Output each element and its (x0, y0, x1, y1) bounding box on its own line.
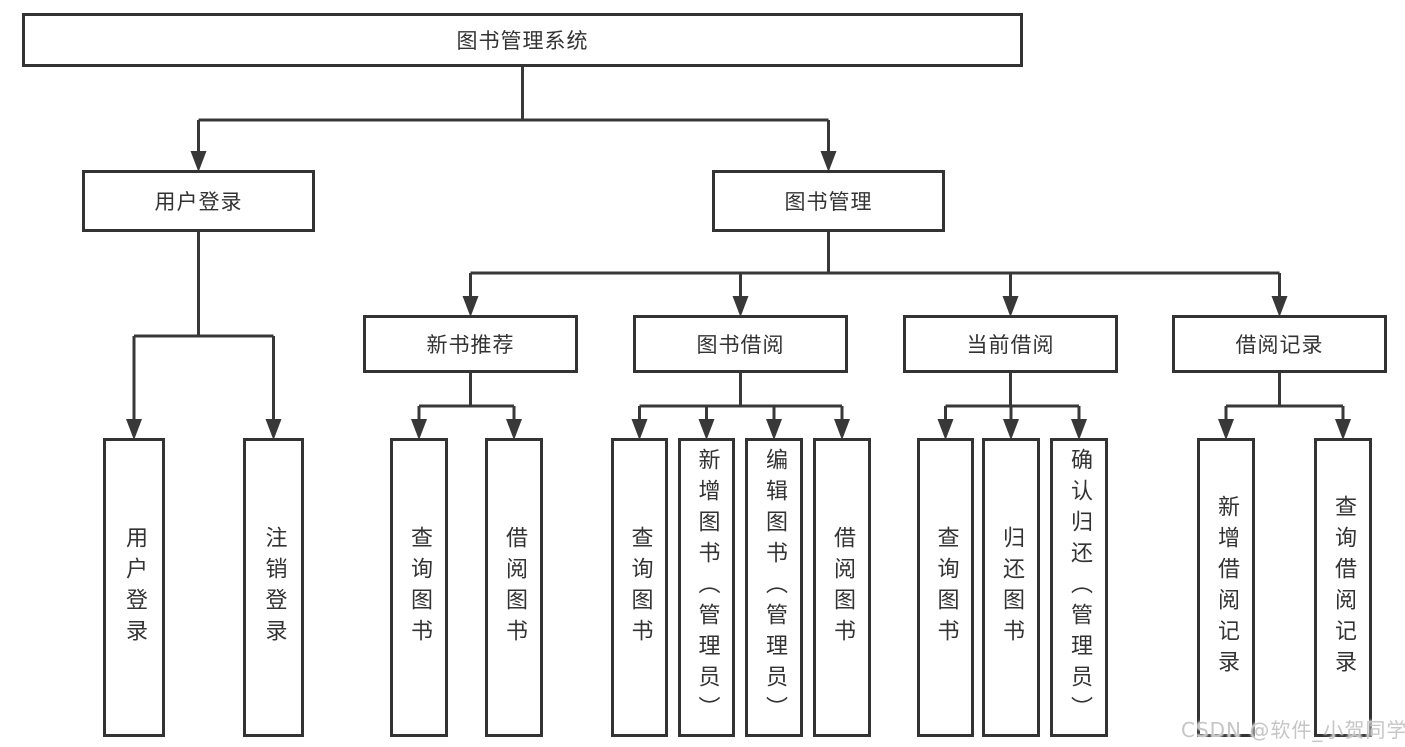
leaf-borrowing-edit-books-admin: 编辑图书（管理员） (745, 438, 803, 737)
arrow-down-icons (126, 151, 1351, 440)
leaf-current-query-books-label: 查询图书 (933, 525, 959, 650)
connector-paths (132, 67, 1345, 421)
leaf-borrowing-add-books-admin: 新增图书（管理员） (678, 438, 735, 737)
node-current-borrowing-label: 当前借阅 (966, 333, 1055, 357)
leaf-borrowing-borrow-books: 借阅图书 (813, 438, 871, 737)
node-book-management: 图书管理 (712, 170, 945, 232)
leaf-records-query-record: 查询借阅记录 (1314, 438, 1372, 737)
csdn-watermark: CSDN @软件_小贺同学 (1181, 718, 1405, 742)
node-book-borrowing-label: 图书借阅 (696, 333, 785, 357)
leaf-logout-label: 注销登录 (261, 525, 287, 650)
leaf-logout: 注销登录 (243, 438, 304, 737)
node-borrowing-records: 借阅记录 (1172, 315, 1387, 373)
leaf-current-return-books: 归还图书 (982, 438, 1040, 737)
leaf-user-login: 用户登录 (103, 438, 165, 737)
leaf-recommend-query-books-label: 查询图书 (407, 525, 432, 650)
leaf-recommend-borrow-books-label: 借阅图书 (502, 525, 527, 650)
leaf-current-confirm-return-admin-label: 确认归还（管理员） (1067, 448, 1092, 727)
leaf-user-login-label: 用户登录 (122, 525, 147, 650)
node-user-login-label: 用户登录 (154, 190, 243, 214)
leaf-borrowing-query-books: 查询图书 (611, 438, 668, 737)
leaf-borrowing-edit-books-admin-label: 编辑图书（管理员） (762, 448, 787, 727)
leaf-recommend-borrow-books: 借阅图书 (485, 438, 543, 737)
leaf-records-add-record: 新增借阅记录 (1197, 438, 1255, 737)
node-user-login: 用户登录 (82, 170, 315, 232)
leaf-records-query-record-label: 查询借阅记录 (1331, 494, 1356, 681)
node-book-management-label: 图书管理 (784, 190, 873, 214)
leaf-borrowing-add-books-admin-label: 新增图书（管理员） (694, 448, 720, 727)
leaf-records-add-record-label: 新增借阅记录 (1214, 494, 1239, 681)
node-new-book-recommendation: 新书推荐 (363, 315, 578, 373)
node-borrowing-records-label: 借阅记录 (1235, 333, 1324, 357)
node-book-borrowing: 图书借阅 (633, 315, 848, 373)
leaf-borrowing-query-books-label: 查询图书 (627, 525, 653, 650)
node-new-book-recommendation-label: 新书推荐 (426, 333, 515, 357)
leaf-recommend-query-books: 查询图书 (390, 438, 448, 737)
node-root: 图书管理系统 (22, 13, 1023, 67)
node-current-borrowing: 当前借阅 (903, 315, 1118, 373)
leaf-current-confirm-return-admin: 确认归还（管理员） (1050, 438, 1108, 737)
leaf-borrowing-borrow-books-label: 借阅图书 (830, 525, 855, 650)
leaf-current-return-books-label: 归还图书 (999, 525, 1024, 650)
leaf-current-query-books: 查询图书 (917, 438, 974, 737)
node-root-label: 图书管理系统 (456, 29, 589, 53)
